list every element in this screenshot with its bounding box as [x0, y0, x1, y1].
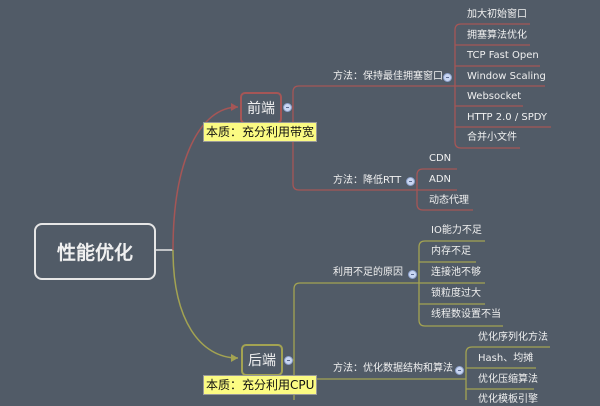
list-item[interactable]: TCP Fast Open	[467, 50, 539, 61]
list-item[interactable]: 内存不足	[431, 246, 471, 257]
list-item[interactable]: 拥塞算法优化	[467, 30, 527, 41]
list-item[interactable]: Websocket	[467, 91, 522, 102]
list-item[interactable]: 合并小文件	[467, 132, 517, 143]
list-item[interactable]: 优化压缩算法	[478, 374, 538, 385]
collapse-icon[interactable]	[284, 356, 293, 365]
method-label[interactable]: 方法：优化数据结构和算法	[333, 363, 453, 374]
list-item[interactable]: HTTP 2.0 / SPDY	[467, 112, 548, 123]
list-item[interactable]: 连接池不够	[431, 267, 481, 278]
backend-link	[172, 249, 239, 359]
backend-label: 后端	[248, 353, 276, 369]
method-label[interactable]: 方法：保持最佳拥塞窗口	[333, 71, 443, 82]
collapse-icon[interactable]	[455, 366, 464, 375]
collapse-icon[interactable]	[283, 103, 292, 112]
list-item[interactable]: 锁粒度过大	[431, 288, 481, 299]
root-label: 性能优化	[56, 242, 133, 264]
collapse-icon[interactable]	[443, 73, 452, 82]
list-item[interactable]: ADN	[429, 174, 452, 185]
list-item[interactable]: 动态代理	[429, 195, 469, 206]
list-item[interactable]: CDN	[429, 153, 452, 164]
collapse-icon[interactable]	[408, 270, 417, 279]
frontend-node[interactable]: 前端	[240, 92, 282, 124]
root-node[interactable]: 性能优化	[34, 223, 156, 280]
list-item[interactable]: 线程数设置不当	[431, 309, 501, 320]
backend-node[interactable]: 后端	[241, 344, 283, 376]
list-item[interactable]: IO能力不足	[431, 225, 482, 236]
frontend-note: 本质：充分利用带宽	[203, 122, 318, 142]
list-item[interactable]: Hash、均摊	[478, 353, 534, 364]
list-item[interactable]: 优化模板引擎	[478, 394, 538, 405]
collapse-icon[interactable]	[406, 177, 415, 186]
backend-note: 本质：充分利用CPU	[203, 375, 318, 395]
method-label[interactable]: 利用不足的原因	[333, 267, 403, 278]
frontend-link	[172, 106, 239, 251]
list-item[interactable]: 加大初始窗口	[467, 9, 527, 20]
list-item[interactable]: Window Scaling	[467, 71, 546, 82]
list-item[interactable]: 优化序列化方法	[478, 332, 548, 343]
method-label[interactable]: 方法：降低RTT	[333, 175, 402, 186]
frontend-label: 前端	[247, 101, 275, 117]
